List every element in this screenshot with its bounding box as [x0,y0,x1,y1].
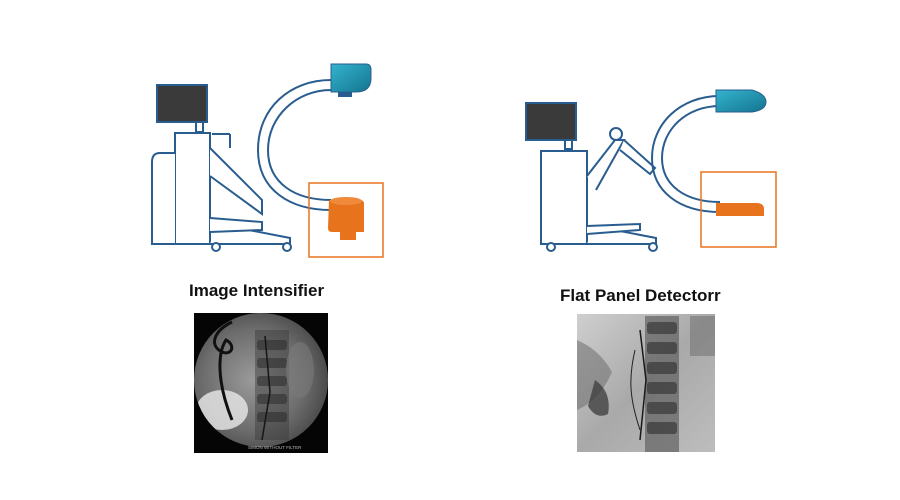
xray-annotation: SIMON WITHOUT FILTER [248,445,302,450]
image-intensifier-detector [328,197,364,240]
cart-body [151,132,291,245]
xray-flat-panel [577,314,715,452]
cart-body [540,127,657,245]
monitor [156,84,208,133]
image-intensifier-c-arm [151,79,332,252]
flat-panel-c-arm [525,95,721,252]
wheel [648,242,658,252]
flat-panel-detector [716,203,764,216]
detector-highlight-box [308,182,384,258]
caption-image-intensifier: Image Intensifier [189,281,325,300]
wheel [282,242,292,252]
c-arm [650,95,721,213]
wheel [211,242,221,252]
monitor [525,102,577,150]
detector-highlight-box [700,171,777,248]
c-arm [256,79,332,211]
xray-tube-left [330,63,372,97]
xray-tube-right [715,89,767,113]
wheel [546,242,556,252]
caption-flat-panel-detector: Flat Panel Detectorr [560,286,721,305]
xray-image-intensifier: SIMON WITHOUT FILTER [194,313,328,453]
